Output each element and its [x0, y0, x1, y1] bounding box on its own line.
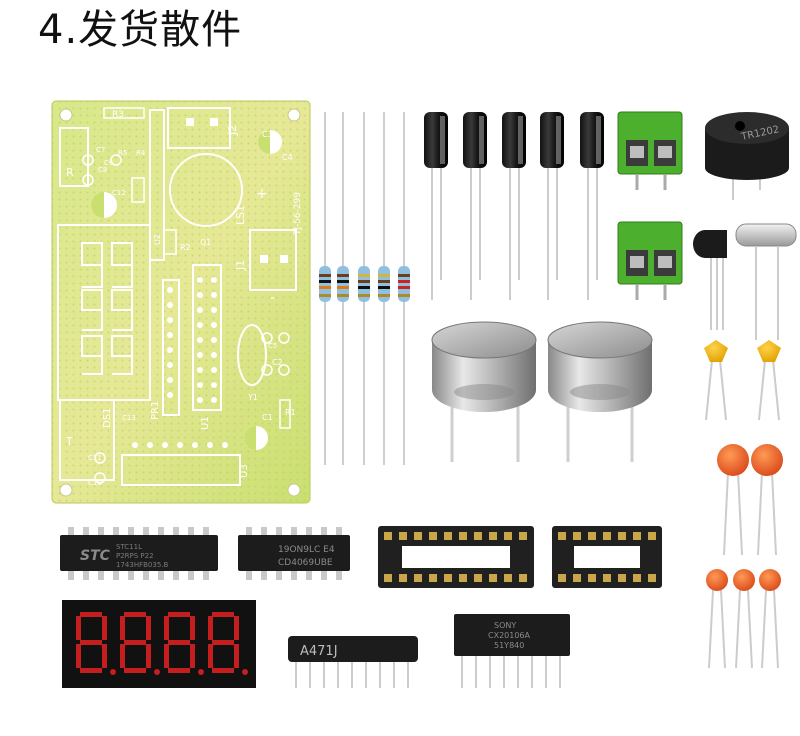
- section-title: 4.发货散件: [38, 6, 242, 54]
- silk-r2: R2: [180, 243, 191, 252]
- silk-ds1: DS1: [102, 408, 113, 428]
- silk-c2: C2: [272, 358, 283, 367]
- sony-line1: SONY: [494, 621, 516, 630]
- silk-pr1: PR1: [150, 401, 161, 420]
- mcu-line1: STC11L: [116, 543, 142, 551]
- silk-plus: +: [256, 186, 268, 202]
- ic-sony-cx20106a: SONY CX20106A 51Y840: [454, 614, 570, 688]
- silk-minus: -: [270, 290, 275, 306]
- sony-line2: CX20106A: [488, 631, 531, 640]
- silk-u3: U3: [239, 464, 250, 478]
- silk-r3: R3: [112, 110, 124, 120]
- silk-j1: J1: [234, 260, 247, 271]
- silk-c13: C13: [122, 414, 136, 422]
- section-number: 4.: [38, 7, 79, 53]
- terminal-block-bottom: [617, 221, 683, 300]
- ultrasonic-transducer-right: [547, 321, 653, 462]
- silk-c10: C10: [88, 479, 102, 487]
- silk-c1: C1: [262, 413, 273, 422]
- cd4069-line1: 19ON9LC E4: [278, 545, 335, 555]
- silk-r1: R1: [285, 408, 296, 417]
- silk-r4: R4: [136, 149, 146, 157]
- mount-hole: [59, 108, 73, 122]
- crystal: [735, 223, 797, 340]
- mcu-line2: P2RPS P22: [116, 552, 154, 560]
- ic-socket-14pin: [552, 526, 662, 588]
- seven-segment-display: [62, 600, 256, 688]
- silk-ls1: LS1: [234, 205, 247, 225]
- mcu-line3: 1743HFB035.B: [116, 561, 168, 569]
- ic-socket-20pin: [378, 526, 534, 588]
- silk-u2: U2: [153, 234, 162, 245]
- resistor-array: A471J: [288, 636, 418, 688]
- silk-u1: U1: [200, 416, 211, 430]
- silk-t: T: [65, 435, 73, 448]
- mcu-brand: STC: [80, 548, 111, 564]
- silk-c4: C4: [282, 153, 293, 162]
- silk-c12: C12: [112, 189, 126, 197]
- pcb-board: R3 R J2 J1 LS1 TJ-56-299 DS1 PR1 U1 U2 U…: [51, 100, 311, 504]
- silk-c11: C11: [88, 454, 102, 462]
- transistor: [693, 230, 727, 330]
- silk-r5: R5: [118, 149, 127, 157]
- mount-hole: [59, 483, 73, 497]
- electrolytic-capacitors: [424, 112, 604, 300]
- yellow-capacitors: [704, 340, 781, 421]
- terminal-block-top: [617, 111, 683, 190]
- mount-hole: [287, 108, 301, 122]
- silk-j2: J2: [226, 125, 239, 136]
- cd4069-line2: CD4069UBE: [278, 558, 333, 568]
- resistor-array-marking: A471J: [300, 644, 338, 659]
- section-text: 发货散件: [78, 7, 243, 53]
- resistors: [319, 266, 410, 302]
- ultrasonic-transducer-left: [431, 321, 537, 462]
- silk-board-id: TJ-56-299: [293, 192, 303, 236]
- mount-hole: [287, 483, 301, 497]
- silk-r: R: [66, 166, 74, 179]
- silk-q1: Q1: [200, 238, 211, 247]
- silk-c5: C5: [268, 342, 277, 350]
- ic-cd4069: 19ON9LC E4 CD4069UBE: [238, 527, 350, 580]
- sony-line3: 51Y840: [494, 641, 524, 650]
- silk-c7: C7: [96, 146, 105, 154]
- silk-c3: C3: [262, 130, 273, 139]
- ic-stc-mcu: STC STC11L P2RPS P22 1743HFB035.B: [60, 527, 218, 580]
- buzzer-footprint: [169, 153, 243, 227]
- ceramic-capacitors: [706, 444, 783, 669]
- silk-c6: C6: [104, 159, 114, 167]
- silk-y1: Y1: [247, 393, 258, 402]
- buzzer: TR1202: [705, 112, 789, 200]
- silk-c8: C8: [98, 166, 107, 174]
